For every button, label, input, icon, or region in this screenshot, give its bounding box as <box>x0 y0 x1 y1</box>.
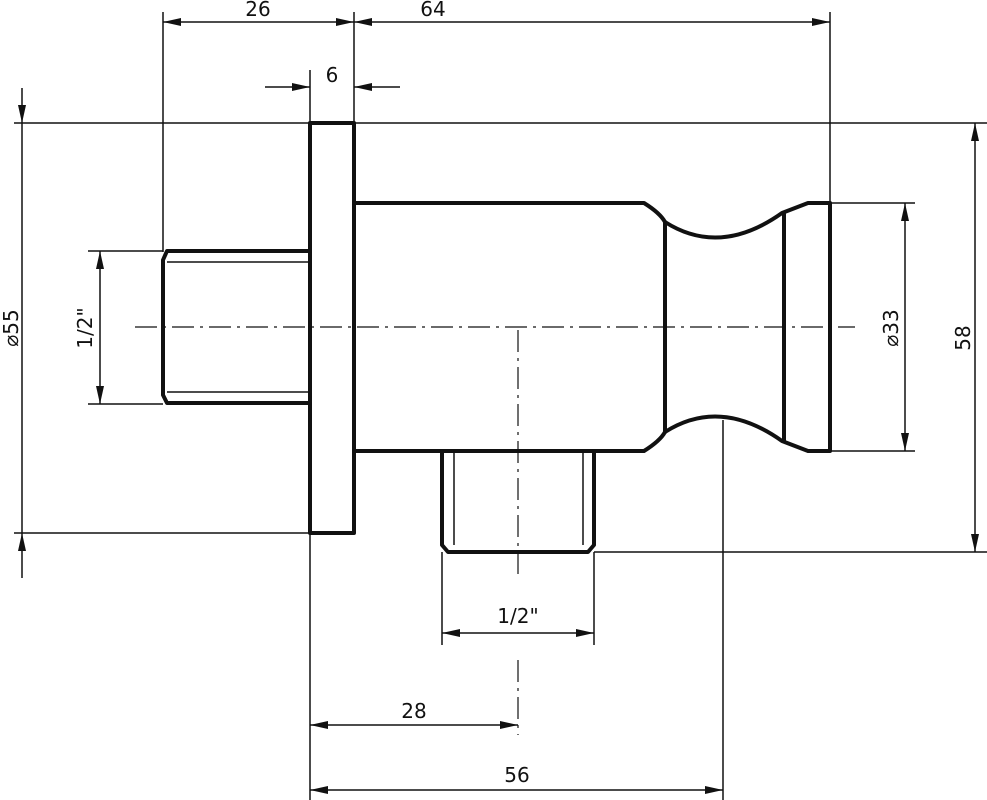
dim-outlet-thread: 1/2" <box>497 604 538 628</box>
extension-lines <box>14 12 987 800</box>
dimension-lines <box>18 18 979 794</box>
center-lines <box>135 326 855 735</box>
dim-flange-thickness: 6 <box>326 63 339 87</box>
dim-flange-offset: 26 <box>245 0 270 21</box>
dim-inlet-thread: 1/2" <box>73 307 97 348</box>
dim-body-length: 64 <box>420 0 445 21</box>
dim-cradle-position: 56 <box>504 763 529 787</box>
wall-outlet-part <box>161 121 832 554</box>
dim-outlet-position: 28 <box>401 699 426 723</box>
flange <box>308 121 356 535</box>
dimension-labels: 26 64 6 ⌀55 1/2" ⌀33 58 1/2" 28 56 <box>0 0 975 787</box>
dim-holder-diameter: ⌀33 <box>879 309 903 347</box>
dim-flange-diameter: ⌀55 <box>0 309 23 347</box>
dim-overall-height: 58 <box>951 325 975 350</box>
